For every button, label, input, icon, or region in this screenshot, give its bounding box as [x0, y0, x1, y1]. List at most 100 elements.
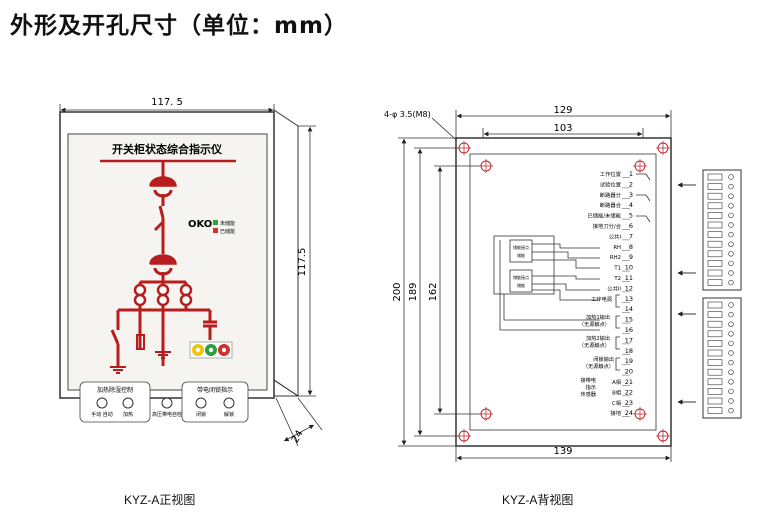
connector-screw [728, 222, 734, 228]
connector-screw [728, 260, 734, 267]
back-enclosure [455, 137, 672, 447]
connector-screw [728, 321, 734, 327]
group-label-live-sub: 指示 [586, 383, 596, 391]
back-inner-panel [469, 153, 657, 431]
connector-pin [707, 212, 723, 219]
group-label-live: 接带电 [580, 376, 596, 384]
back-view-caption: KYZ-A背视图 [502, 493, 574, 507]
legend-green-swatch [213, 220, 218, 225]
relay-2-label: 储能接点 [513, 274, 529, 280]
connector-pin [707, 202, 723, 210]
terminal-number: 20 [625, 368, 633, 376]
terminal-number: 19 [625, 357, 633, 365]
dim-189: 189 [408, 282, 419, 301]
connector-pin [707, 231, 723, 238]
panel-logo: OKO [188, 219, 212, 230]
connector-pin [707, 173, 723, 181]
terminal-label: C相 [612, 399, 621, 407]
terminal-number: 13 [625, 295, 633, 303]
terminal-number: 24 [625, 409, 633, 417]
terminal-number: 2 [629, 180, 633, 188]
terminal-label: 已储能/未储能 [587, 212, 621, 220]
connector-screw [728, 388, 734, 395]
terminal-number: 21 [625, 378, 633, 386]
connector-pin [707, 260, 723, 267]
live-test-button[interactable] [161, 397, 173, 409]
lock-box-title: 带电闭锁指示 [197, 386, 233, 394]
group-label-lock-sub: （无源触点） [583, 362, 614, 370]
terminal-number: 23 [625, 399, 633, 407]
dim-129: 129 [553, 105, 572, 116]
terminal-number: 15 [625, 316, 633, 324]
page-title: 外形及开孔尺寸（单位：mm） [10, 13, 348, 39]
panel-title: 开关柜状态综合指示仪 [112, 142, 223, 156]
group-label-heat1-sub: （无源触点） [579, 320, 610, 328]
connector-screw [728, 340, 734, 347]
terminal-label: 公共II [607, 284, 621, 292]
connector-pin [707, 240, 723, 248]
front-depth-side [273, 109, 299, 397]
terminal-number: 18 [625, 347, 633, 355]
heater-box-title: 加热除湿控制 [97, 386, 133, 394]
plug-bottom-upper [149, 254, 177, 265]
connector-screw [728, 398, 734, 404]
connector-pin [707, 330, 723, 338]
connector-pin [707, 269, 723, 277]
connector-screw [728, 311, 734, 318]
lock-indicator-box [181, 381, 249, 423]
relay-1 [509, 239, 533, 263]
front-view: 117. 5 117.5 24 开关柜状态综合指示仪 [59, 97, 323, 447]
connector-pin [707, 359, 723, 366]
connector-pin [707, 397, 723, 405]
connector-screw [728, 302, 734, 308]
connector-screw [728, 231, 734, 238]
lock-indicator [195, 397, 207, 409]
terminal-number: 6 [629, 222, 633, 230]
terminal-label: RH2 [610, 255, 621, 261]
connector-pin [707, 349, 723, 357]
connector-pin [707, 340, 723, 347]
terminal-number: 10 [625, 264, 633, 272]
connector-screw [728, 241, 734, 247]
terminal-label: T2 [613, 276, 621, 282]
front-view-caption: KYZ-A正视图 [124, 493, 196, 507]
connector-screw [728, 407, 734, 414]
terminal-number: 22 [625, 388, 633, 396]
heater-mode-switch[interactable] [96, 397, 108, 409]
group-label-sensor: 传感器 [580, 390, 596, 398]
connector-screw [728, 279, 734, 286]
connector-screw [728, 359, 734, 366]
mount-holes [457, 141, 670, 443]
connector-pin [707, 221, 723, 229]
heater-label: 加热 [123, 411, 133, 418]
group-label-heat1: 加热1输出 [586, 313, 610, 321]
back-view: 129 103 4-φ 3.5(M8) 200 189 162 [384, 105, 672, 462]
terminal-label: 工作位置 [600, 170, 621, 178]
live-test-label: 高压带电自检 [152, 411, 182, 418]
heater-control-box [79, 381, 151, 423]
relay-1-label: 储能接点 [513, 244, 529, 250]
terminal-label: B相 [612, 388, 621, 396]
connector-screw [728, 212, 734, 219]
hole-dim: 4-φ 3.5(M8) [384, 110, 431, 119]
terminal-label: 公共I [609, 232, 622, 240]
connector-pin [707, 368, 723, 376]
relay-wiring [499, 240, 600, 331]
unlock-label: 解锁 [224, 411, 234, 418]
connector-pin [707, 279, 723, 286]
terminal-list: 1工作位置2试验位置3断路器分4断路器合5已储能/未储能6接地刀分/合7公共I8… [587, 170, 633, 417]
connector-screw [728, 251, 734, 257]
connector-pin [707, 388, 723, 395]
connector-screw [728, 350, 734, 356]
terminal-number: 5 [629, 212, 633, 220]
connector-screw [728, 270, 734, 276]
group-label-heat2: 加热2输出 [586, 334, 610, 342]
ground-symbols [110, 351, 171, 374]
front-depth-dim-line [283, 424, 315, 442]
connector-pin [707, 407, 723, 414]
relay-1-sub: 储能 [517, 252, 525, 258]
terminal-label: RH [613, 245, 621, 251]
relay-2 [509, 269, 533, 293]
